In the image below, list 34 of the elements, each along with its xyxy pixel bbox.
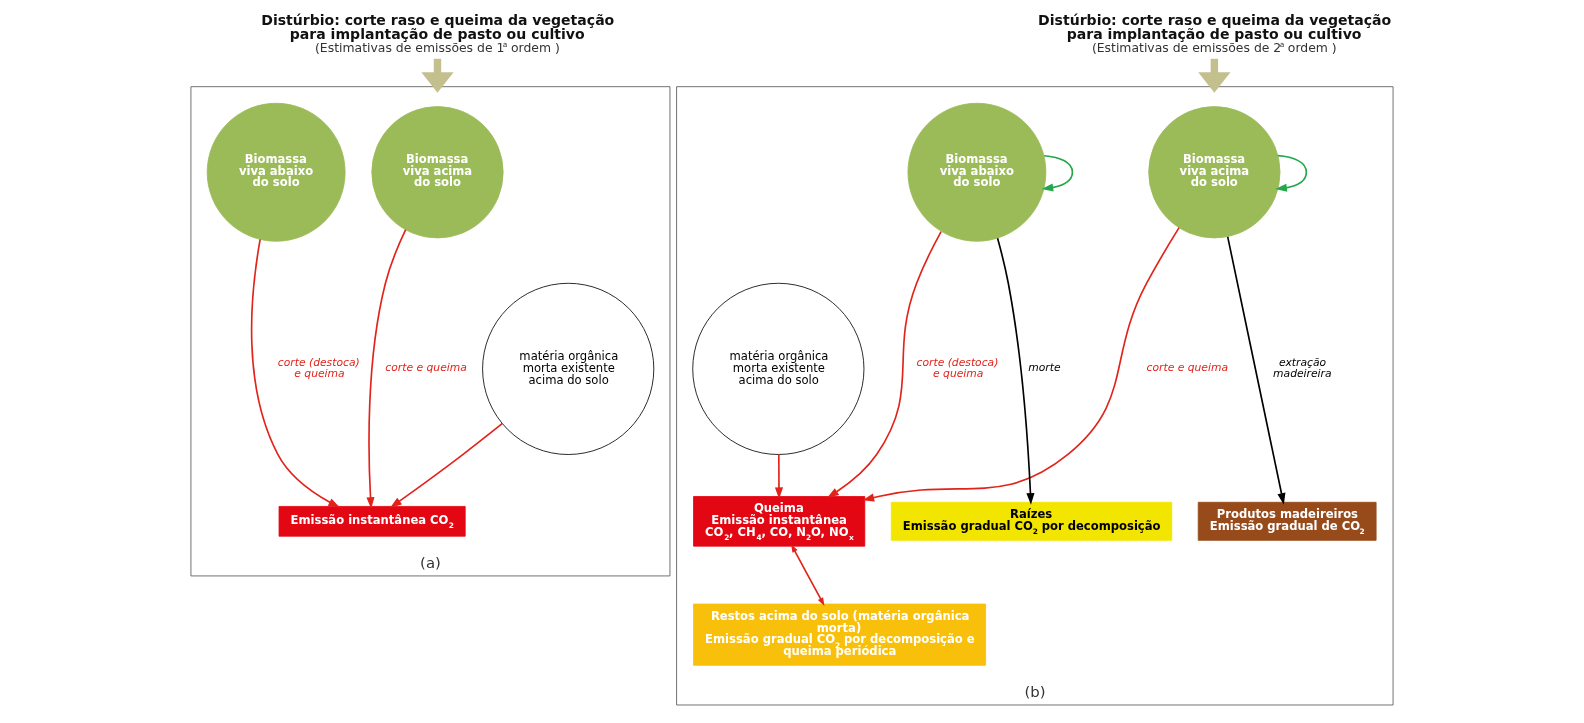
cluster	[676, 86, 1394, 706]
node-circle: Biomassa viva acima do solo	[371, 106, 504, 239]
node-box: Produtos madeireiros Emissão gradual de CO$_{2}$	[1197, 501, 1377, 541]
arrow	[1275, 154, 1308, 192]
node-box: Raízes Emissão gradual CO$_{2}$ por decomposição	[890, 501, 1173, 541]
node-box: Queima Emissão instantânea CO$_{2}$, CH$_{4}$, CO, N$_{2}$O, NO$_{x}$	[693, 496, 866, 547]
edge-label: corte (destoca) e queima	[916, 355, 999, 380]
node-circle: Biomassa viva abaixo do solo	[907, 102, 1047, 242]
node-label: (a)	[420, 553, 441, 572]
arrow	[1226, 235, 1286, 505]
arrow	[366, 228, 407, 509]
node-box: Emissão instantânea CO$_{2}$	[278, 506, 466, 537]
arrow	[862, 226, 1180, 502]
node-text: Distúrbio: corte raso e queima da vegetação para implantação de pasto ou cultivo (Estimativas de emissões de 2$^{a}$ ordem )	[1038, 12, 1392, 55]
arrow	[250, 238, 340, 508]
arrow	[1041, 154, 1074, 192]
node-text: Distúrbio: corte raso e queima da vegetação para implantação de pasto ou cultivo (Estimativas de emissões de 1$^{a}$ ordem )	[261, 12, 615, 55]
node-box: Restos acima do solo (matéria orgânica morta) Emissão gradual CO$_{2}$ por decomposição e queima periódica	[693, 603, 986, 666]
edge-label: morte	[1028, 360, 1061, 374]
arrow	[827, 230, 942, 498]
cluster	[190, 86, 671, 577]
arrow	[774, 453, 784, 499]
edge-label: corte e queima	[1146, 360, 1229, 374]
edge-label: corte e queima	[385, 360, 467, 374]
edge-label: corte (destoca) e queima	[277, 355, 360, 380]
arrow	[390, 422, 504, 508]
arrow	[996, 237, 1035, 505]
node-label: (b)	[1024, 683, 1046, 702]
edge-label: extração madeireira	[1273, 355, 1332, 380]
arrow	[791, 544, 825, 606]
node-circle: Biomassa viva acima do solo	[1148, 106, 1281, 239]
node-circle: matéria orgânica morta existente acima do solo	[692, 282, 865, 455]
node-circle: Biomassa viva abaixo do solo	[206, 102, 346, 242]
node-circle: matéria orgânica morta existente acima do solo	[482, 282, 655, 455]
